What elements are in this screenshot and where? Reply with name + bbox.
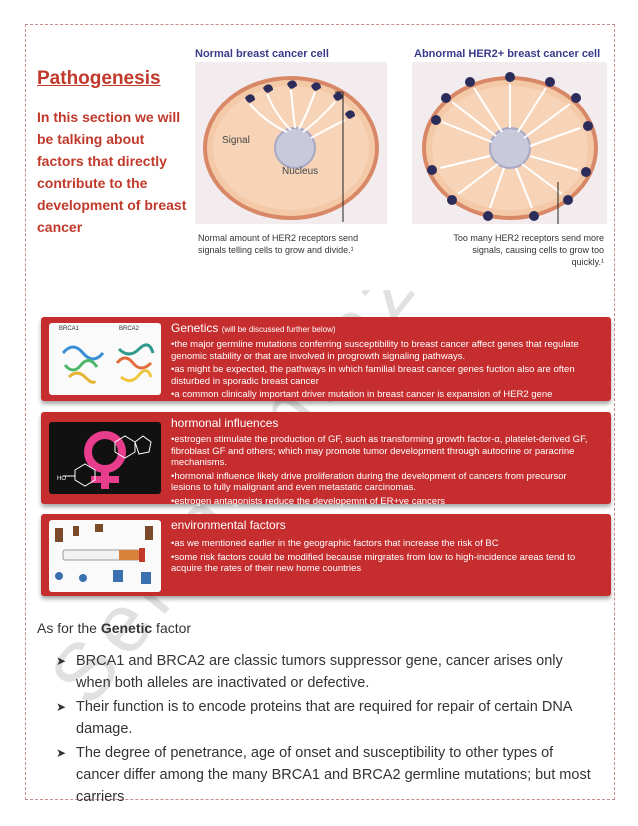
section-title: Pathogenesis bbox=[37, 68, 161, 89]
svg-text:HO: HO bbox=[57, 476, 66, 482]
normal-cell-caption: Normal amount of HER2 receptors send sig… bbox=[198, 233, 359, 255]
abnormal-cell-caption: Too many HER2 receptors send more signal… bbox=[453, 233, 604, 267]
list-item: ➤Their function is to encode proteins th… bbox=[56, 696, 596, 740]
genetic-bullet-list: ➤BRCA1 and BRCA2 are classic tumors supp… bbox=[56, 650, 596, 810]
list-item: •estrogen antagonists reduce the develop… bbox=[171, 495, 445, 507]
band-hormonal: HO hormonal influences •estrogen stimula… bbox=[41, 412, 611, 507]
band-hormonal-list: •estrogen stimulate the production of GF… bbox=[171, 434, 597, 509]
band-environmental: environmental factors •as we mentioned e… bbox=[41, 514, 611, 596]
list-item: •hormonal influence likely drive prolife… bbox=[171, 470, 567, 494]
abnormal-cell-title: Abnormal HER2+ breast cancer cell bbox=[414, 48, 601, 60]
list-item: •a common clinically important driver mu… bbox=[171, 389, 553, 400]
arrow-bullet-icon: ➤ bbox=[56, 700, 67, 714]
list-item: •as we mentioned earlier in the geograph… bbox=[171, 538, 499, 549]
list-item: •estrogen stimulate the production of GF… bbox=[171, 434, 588, 468]
list-item: •some risk factors could be modified bec… bbox=[171, 551, 576, 575]
arrow-bullet-icon: ➤ bbox=[56, 746, 67, 760]
band-environmental-heading: environmental factors bbox=[171, 518, 286, 532]
band-genetics-list: •the major germline mutations conferring… bbox=[171, 339, 597, 403]
list-item: •as might be expected, the pathways in w… bbox=[171, 364, 575, 387]
normal-cell-image bbox=[195, 62, 387, 224]
brca1-label: BRCA1 bbox=[59, 326, 80, 332]
page-border bbox=[25, 24, 615, 800]
list-item: •the major germline mutations conferring… bbox=[171, 339, 579, 362]
band-genetics-heading: Genetics (will be discussed further belo… bbox=[171, 321, 336, 335]
band-genetics: BRCA1 BRCA2 Genetics (will be discussed … bbox=[41, 317, 611, 401]
section-intro: In this section we will be talking about… bbox=[37, 109, 187, 235]
signal-label: Signal bbox=[222, 135, 250, 146]
list-item: ➤The degree of penetrance, age of onset … bbox=[56, 742, 596, 808]
brca-protein-thumbnail: BRCA1 BRCA2 bbox=[49, 323, 161, 395]
brca2-label: BRCA2 bbox=[119, 326, 140, 332]
risk-factors-thumbnail bbox=[49, 520, 161, 592]
list-item: ➤BRCA1 and BRCA2 are classic tumors supp… bbox=[56, 650, 596, 694]
abnormal-cell-image bbox=[412, 62, 607, 224]
normal-cell-title: Normal breast cancer cell bbox=[195, 48, 329, 60]
genetic-factor-heading: As for the Genetic factor bbox=[37, 620, 192, 636]
nucleus-label: Nucleus bbox=[282, 166, 319, 177]
arrow-bullet-icon: ➤ bbox=[56, 654, 67, 668]
band-hormonal-heading: hormonal influences bbox=[171, 416, 279, 430]
band-environmental-list: •as we mentioned earlier in the geograph… bbox=[171, 538, 597, 577]
estrogen-thumbnail: HO bbox=[49, 422, 161, 494]
